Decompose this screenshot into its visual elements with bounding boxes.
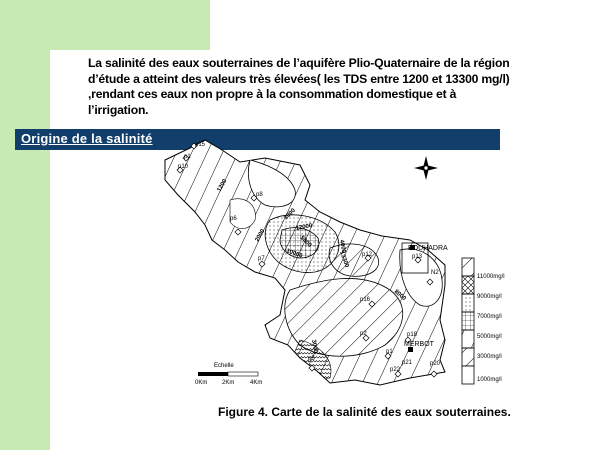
north-arrow-icon bbox=[414, 156, 438, 180]
legend-label: 3000mg/l bbox=[477, 354, 502, 360]
town-marker-bouhadra bbox=[410, 245, 415, 250]
well-marker bbox=[362, 334, 370, 342]
legend-swatch bbox=[461, 275, 475, 295]
legend-swatch bbox=[461, 365, 475, 385]
well-labels: p15 p1 p10 p8 p6 p7 p12 p13 p16 p2 p18 p… bbox=[178, 142, 448, 373]
legend-label: 9000mg/l bbox=[477, 294, 502, 300]
scale-bar: Echelle 0Km 2Km 4Km bbox=[195, 363, 262, 386]
section-banner: Origine de la salinité bbox=[15, 129, 500, 150]
well-label: p2 bbox=[360, 331, 367, 337]
legend-label: 1000mg/l bbox=[477, 377, 502, 383]
study-area bbox=[164, 139, 446, 386]
legend-swatch bbox=[461, 347, 475, 367]
decorative-stripe-left bbox=[0, 0, 50, 450]
legend-label: 11000mg/l bbox=[477, 274, 505, 280]
well-label: p16 bbox=[360, 297, 371, 303]
place-label: MERBOT bbox=[404, 341, 435, 348]
well-marker bbox=[250, 194, 258, 202]
well-label: p15 bbox=[195, 142, 206, 148]
section-title: Origine de la salinité bbox=[21, 131, 153, 146]
well-label: p21 bbox=[402, 360, 413, 366]
scale-title: Echelle bbox=[214, 363, 234, 369]
well-label: p8 bbox=[256, 192, 263, 198]
inner-boundary bbox=[401, 242, 429, 274]
well-label: p22 bbox=[390, 367, 401, 373]
well-label: p18 bbox=[407, 332, 418, 338]
contour-label: 12000 bbox=[295, 223, 313, 232]
well-label: p7 bbox=[258, 256, 265, 262]
contour-label: 10000 bbox=[285, 248, 303, 260]
scale-tick: 2Km bbox=[222, 380, 234, 386]
legend-label: 7000mg/l bbox=[477, 314, 502, 320]
contour-label: 3000 bbox=[310, 339, 318, 354]
well-marker bbox=[368, 300, 376, 308]
well-marker bbox=[308, 364, 316, 372]
well-label: p12 bbox=[362, 252, 373, 258]
well-marker bbox=[234, 228, 242, 236]
well-marker bbox=[258, 260, 266, 268]
well-points bbox=[176, 142, 438, 378]
well-label: p10 bbox=[178, 164, 189, 170]
figure-caption: Figure 4. Carte de la salinité des eaux … bbox=[218, 405, 511, 419]
well-label: p1 bbox=[184, 154, 191, 160]
map-legend: 11000mg/l 9000mg/l 7000mg/l 5000mg/l 300… bbox=[461, 257, 505, 385]
scale-tick: 0Km bbox=[195, 380, 207, 386]
well-label: p13 bbox=[412, 254, 423, 260]
contour-label: 4000 bbox=[338, 239, 346, 254]
well-marker bbox=[364, 254, 372, 262]
town-marker-merbot bbox=[408, 347, 413, 352]
place-label: BOUHADRA bbox=[408, 245, 448, 252]
legend-label: 5000mg/l bbox=[477, 334, 502, 340]
intro-paragraph: La salinité des eaux souterraines de l’a… bbox=[88, 56, 510, 117]
well-marker bbox=[426, 278, 434, 286]
well-marker bbox=[404, 336, 412, 344]
well-marker bbox=[384, 352, 392, 360]
legend-swatch bbox=[461, 293, 475, 313]
well-label: p20 bbox=[430, 361, 441, 367]
well-label: N2 bbox=[431, 270, 439, 276]
well-label: p6 bbox=[230, 216, 237, 222]
contour-label: 13300 bbox=[338, 251, 350, 269]
well-marker bbox=[182, 154, 190, 162]
legend-swatch bbox=[461, 257, 475, 277]
well-marker bbox=[190, 142, 198, 150]
scale-tick: 4Km bbox=[250, 380, 262, 386]
well-label: p5 bbox=[308, 356, 315, 362]
well-marker bbox=[430, 370, 438, 378]
well-marker bbox=[176, 166, 184, 174]
well-marker bbox=[394, 370, 402, 378]
legend-swatch bbox=[461, 329, 475, 349]
well-marker bbox=[414, 256, 422, 264]
well-label: p1 bbox=[386, 349, 393, 355]
legend-swatch bbox=[461, 311, 475, 331]
